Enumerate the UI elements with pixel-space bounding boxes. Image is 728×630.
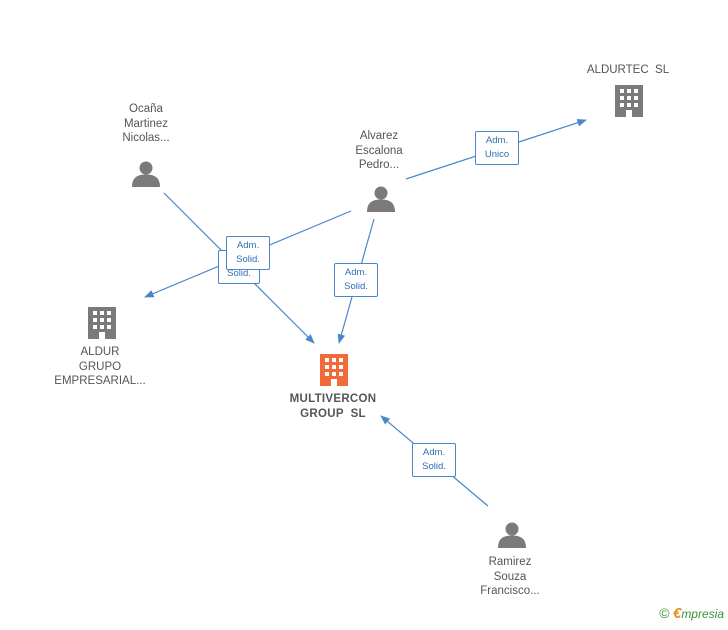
person-icon[interactable]: [367, 186, 395, 213]
label-line: ALDUR: [80, 346, 120, 358]
building-icon[interactable]: [615, 85, 643, 117]
label-line: Nicolas...: [122, 132, 170, 144]
edge-label-line: Solid.: [227, 268, 251, 279]
edge-label-line: Solid.: [422, 461, 446, 472]
node-label-ocana[interactable]: Ocaña Martinez Nicolas...: [96, 102, 196, 146]
label-line: Francisco...: [480, 585, 540, 597]
label-line: Escalona: [355, 144, 403, 157]
edge-label-line: Unico: [484, 149, 510, 160]
label-line: Pedro...: [358, 159, 400, 171]
edge-label-line: Solid.: [344, 281, 368, 292]
edge-label-ramirez-multivercon[interactable]: Adm. Solid.: [412, 443, 456, 477]
brand-initial: €: [672, 605, 682, 622]
node-label-alvarez[interactable]: Alvarez Escalona Pedro...: [329, 129, 429, 173]
label-line: Ramirez: [488, 556, 532, 568]
person-icon[interactable]: [132, 161, 160, 188]
label-line: Alvarez: [359, 130, 399, 142]
person-icon[interactable]: [498, 522, 526, 549]
edge-lines: [144, 119, 587, 507]
brand-name: mpresia: [681, 607, 724, 621]
label-line: EMPRESARIAL...: [54, 375, 146, 387]
label-line: MULTIVERCON: [289, 393, 377, 405]
label-line: GRUPO: [78, 360, 122, 373]
edge-label-alvarez-aldurtec[interactable]: Adm. Unico: [475, 131, 519, 165]
empresia-brand[interactable]: © €mpresia: [659, 605, 724, 622]
building-icon-main[interactable]: [320, 354, 348, 386]
edge-label-line: Adm.: [485, 135, 509, 146]
copyright-symbol: ©: [659, 605, 670, 621]
building-icon[interactable]: [88, 307, 116, 339]
edge-label-line: Solid.: [236, 254, 260, 265]
label-line: Souza: [493, 570, 527, 583]
edge-label-line: Adm.: [344, 267, 368, 278]
label-line: Martinez: [123, 117, 169, 130]
label-line: Ocaña: [129, 103, 163, 115]
node-label-aldurtec[interactable]: ALDURTEC SL: [568, 63, 688, 78]
edge-label-line: Adm.: [422, 447, 446, 458]
label-line: GROUP SL: [300, 407, 366, 420]
edge-label-alvarez-multivercon[interactable]: Adm. Solid.: [334, 263, 378, 297]
label-line: ALDURTEC SL: [586, 64, 670, 76]
node-label-ramirez[interactable]: Ramirez Souza Francisco...: [460, 555, 560, 599]
edge-label-ocana-multivercon[interactable]: Adm. Solid.: [226, 236, 270, 270]
node-label-multivercon[interactable]: MULTIVERCON GROUP SL: [273, 392, 393, 421]
edge-label-line: Adm.: [236, 240, 260, 251]
node-label-aldur[interactable]: ALDUR GRUPO EMPRESARIAL...: [40, 345, 160, 389]
